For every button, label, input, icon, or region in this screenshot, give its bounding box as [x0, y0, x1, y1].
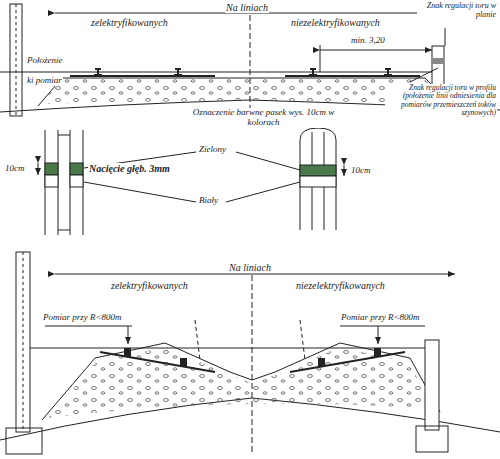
- line-label: Położenie: [26, 56, 64, 66]
- note: Nacięcie głęb. 3mm: [88, 163, 171, 174]
- marker-label: Znak regulacji toru w planie: [417, 2, 497, 20]
- colour-label: Biały: [198, 196, 219, 206]
- catenary-mast: [16, 252, 30, 432]
- range-label: zelektryfikowanych: [90, 17, 169, 28]
- dimension-line: [320, 50, 432, 51]
- colour-label: Zielony: [198, 145, 227, 155]
- leader-line: [84, 152, 300, 202]
- marker-label: Znak regulacji toru w profilu (położenie…: [385, 84, 497, 117]
- range-label: Na liniach: [228, 262, 272, 273]
- rail: [124, 348, 381, 367]
- measurement-line: [30, 348, 425, 349]
- rail-section-detail: [38, 130, 83, 235]
- range-label: niezelektryfikowanych: [290, 17, 381, 28]
- measurement-line: [0, 72, 440, 73]
- ballast: [42, 343, 440, 420]
- measurement-note: Pomiar przy R<800m: [340, 313, 421, 323]
- note: Oznaczenie barwne pasek wys. 10cm w kolo…: [175, 108, 352, 128]
- dimension: 10cm: [350, 166, 372, 176]
- range-label: zelektryfikowanych: [110, 280, 189, 291]
- line-label: ki pomiar: [26, 76, 63, 86]
- catenary-mast: [10, 4, 22, 116]
- rail: [94, 68, 392, 76]
- extent-arrow: [55, 274, 455, 275]
- dimension: 10cm: [4, 164, 26, 174]
- foundation: [416, 426, 448, 452]
- measurement-note: Pomiar przy R<800m: [42, 313, 123, 323]
- range-label: Na liniach: [225, 2, 269, 13]
- marker-post: [425, 340, 439, 430]
- post-detail: [300, 128, 344, 230]
- range-label: niezelektryfikowanych: [295, 280, 386, 291]
- centre-line: [252, 266, 253, 452]
- dimension: min. 3,20: [350, 36, 386, 46]
